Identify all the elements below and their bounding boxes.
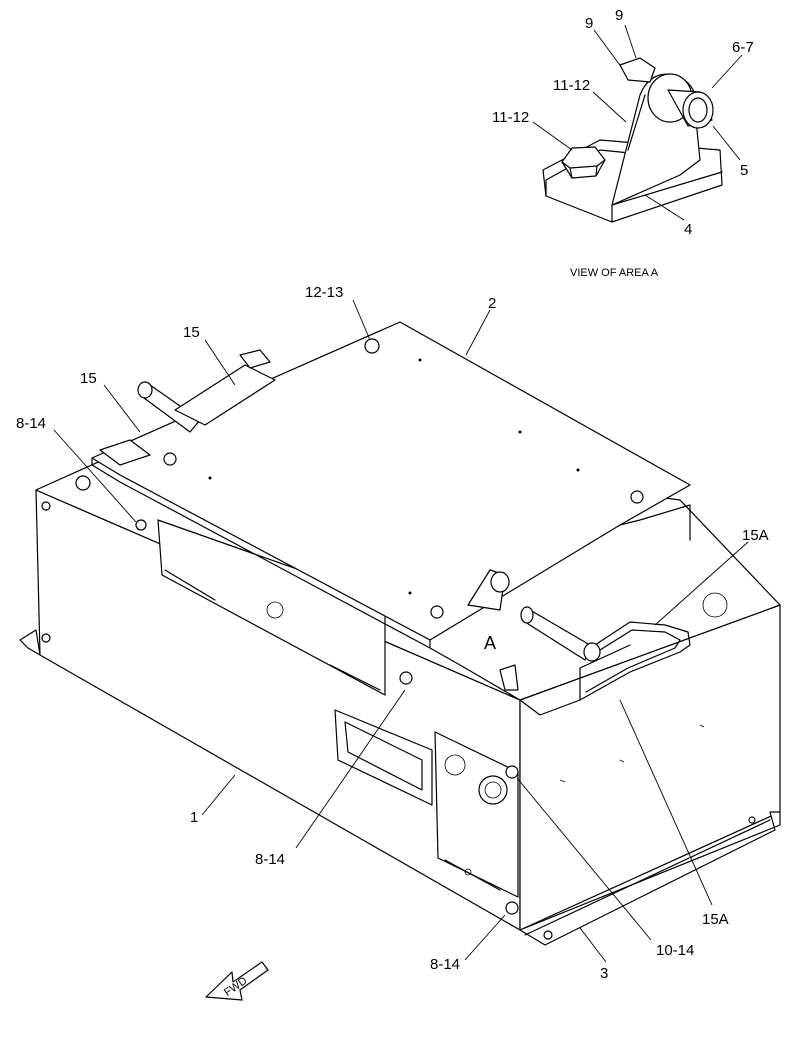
- callout-9-right: 9: [615, 7, 623, 24]
- callout-8-14-left: 8-14: [16, 415, 46, 432]
- callout-10-14: 10-14: [656, 942, 694, 959]
- callout-15A-top: 15A: [742, 527, 769, 544]
- main-assembly: [19, 321, 781, 946]
- callout-12-13: 12-13: [305, 284, 343, 301]
- callout-1: 1: [190, 809, 198, 826]
- detail-view-area-a: 9 9 6-7 11-12 11-12 5 4 VIEW OF AREA A: [492, 7, 754, 279]
- callout-15-upper: 15: [183, 324, 200, 341]
- fwd-arrow: FWD: [205, 961, 269, 1001]
- area-marker-a: A: [484, 633, 496, 653]
- callout-3: 3: [600, 965, 608, 982]
- callout-15-lower: 15: [80, 370, 97, 387]
- callout-11-12-lower: 11-12: [492, 109, 529, 126]
- view-caption: VIEW OF AREA A: [570, 267, 659, 279]
- callout-5: 5: [740, 162, 748, 179]
- callout-8-14-bottom: 8-14: [430, 956, 460, 973]
- callout-11-12-upper: 11-12: [553, 77, 590, 94]
- main-callouts: 12-13 2 15 15 8-14 15A A 1 8-14 15A 10-1…: [16, 284, 769, 982]
- callout-8-14-middle: 8-14: [255, 851, 285, 868]
- callout-15A-bottom: 15A: [702, 911, 729, 928]
- callout-9-left: 9: [585, 15, 593, 32]
- callout-6-7: 6-7: [732, 39, 754, 56]
- callout-2: 2: [488, 295, 496, 312]
- callout-4: 4: [684, 221, 692, 238]
